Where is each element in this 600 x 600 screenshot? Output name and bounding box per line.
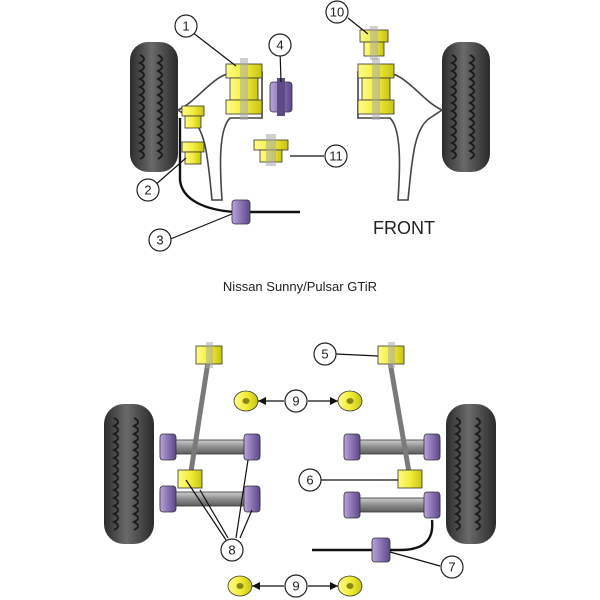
svg-text:8: 8 [228,543,235,558]
svg-text:9: 9 [292,579,299,594]
bush-1 [225,58,263,120]
svg-text:1: 1 [182,19,189,34]
svg-text:5: 5 [321,347,328,362]
callout-2: 2 [136,178,160,202]
svg-text:7: 7 [448,560,455,575]
bush-1-right [357,58,395,120]
bush-9-top [233,390,363,412]
arrowheads [252,397,338,590]
svg-text:2: 2 [144,183,151,198]
front-left-wheel [130,42,178,172]
bush-2 [181,105,205,165]
front-label: FRONT [373,218,435,238]
rear-left-wheel [104,404,154,544]
svg-text:6: 6 [306,473,313,488]
svg-text:10: 10 [330,5,344,20]
svg-text:4: 4 [276,38,283,53]
bush-11 [253,134,289,166]
rear-anti-roll-bar [312,519,434,552]
diagram-caption: Nissan Sunny/Pulsar GTiR [223,279,377,294]
callout-6: 6 [298,468,322,492]
callout-9-bottom: 9 [284,574,308,598]
callout-11: 11 [324,144,348,168]
callout-10: 10 [325,0,349,24]
callout-7: 7 [440,555,464,579]
bush-4 [269,78,293,116]
front-leader-lines [153,17,369,241]
svg-text:3: 3 [156,233,163,248]
callout-9-top: 9 [284,389,308,413]
bush-6 [177,469,423,489]
rear-right-arms [343,361,441,513]
callout-8: 8 [220,538,244,562]
bush-5 [195,342,405,368]
callout-3: 3 [148,228,172,252]
bush-7 [371,537,391,563]
front-right-wheel [442,42,490,172]
bush-9-bottom [227,575,363,597]
bush-3 [231,199,251,225]
svg-text:11: 11 [329,149,343,164]
svg-text:9: 9 [292,394,299,409]
rear-left-arms [159,361,261,507]
callout-5: 5 [313,342,337,366]
callout-4: 4 [268,33,292,57]
front-anti-roll-bar [178,118,300,214]
callout-1: 1 [174,14,198,38]
rear-right-wheel [446,404,496,544]
bushes-8 [159,433,441,519]
